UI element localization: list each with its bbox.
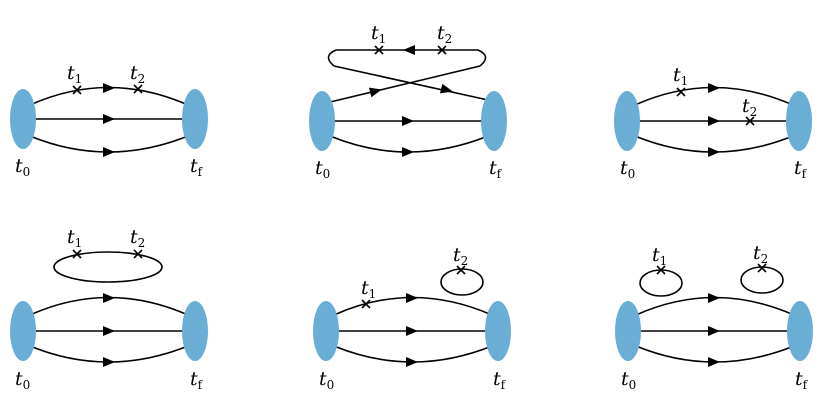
arrow xyxy=(708,357,720,367)
arrow xyxy=(103,357,115,367)
tadpole-loop-1 xyxy=(639,269,683,297)
arrow xyxy=(103,147,115,157)
upper-line xyxy=(635,296,795,316)
label-tf: tf xyxy=(795,368,809,392)
arrow xyxy=(402,116,414,126)
arrow xyxy=(708,116,720,126)
tadpole-loop xyxy=(440,268,484,296)
arrow xyxy=(708,147,720,157)
final-state-blob xyxy=(787,301,813,361)
lower-line xyxy=(635,345,795,363)
vertex-t1-cross xyxy=(676,87,686,97)
initial-state-blob xyxy=(614,91,640,151)
label-t2: t2 xyxy=(753,242,768,266)
label-t0: t0 xyxy=(319,368,334,392)
diagram-1: t1 t2 t0 tf xyxy=(10,62,208,179)
final-state-blob xyxy=(485,301,511,361)
label-tf: tf xyxy=(493,368,507,392)
label-t0: t0 xyxy=(15,155,30,179)
vacuum-loop xyxy=(53,251,163,283)
label-t1: t1 xyxy=(673,64,688,88)
arrow xyxy=(406,357,418,367)
diagram-4: t1 t2 t0 tf xyxy=(10,226,208,392)
initial-state-blob xyxy=(313,301,339,361)
final-state-blob xyxy=(182,301,208,361)
arrow xyxy=(439,83,455,97)
label-t1: t1 xyxy=(361,277,376,301)
arrow xyxy=(402,147,414,157)
label-t0: t0 xyxy=(315,157,330,181)
initial-state-blob xyxy=(10,89,36,149)
label-t0: t0 xyxy=(621,368,636,392)
loop-left-return xyxy=(327,49,337,67)
crossing-line-b xyxy=(325,65,481,104)
label-t0: t0 xyxy=(15,368,30,392)
label-t2: t2 xyxy=(130,226,145,250)
diagram-2: t1 t2 t0 tf xyxy=(309,22,507,181)
arrow xyxy=(708,83,720,93)
arrow xyxy=(103,326,115,336)
label-tf: tf xyxy=(190,155,204,179)
label-t1: t1 xyxy=(67,226,82,250)
arrow xyxy=(103,83,115,93)
upper-line xyxy=(333,296,493,316)
arrow xyxy=(708,326,720,336)
lower-line xyxy=(333,345,493,363)
diagram-5: t1 t2 t0 tf xyxy=(313,244,511,392)
label-tf: tf xyxy=(489,157,503,181)
initial-state-blob xyxy=(615,301,641,361)
label-t2: t2 xyxy=(437,22,452,46)
initial-state-blob xyxy=(10,301,36,361)
label-t1: t1 xyxy=(67,62,82,86)
label-t2: t2 xyxy=(742,95,757,119)
arrow xyxy=(103,114,115,124)
diagram-6: t1 t2 t0 tf xyxy=(615,242,813,392)
label-t2: t2 xyxy=(453,244,468,268)
label-t1: t1 xyxy=(371,22,386,46)
final-state-blob xyxy=(481,91,507,151)
final-state-blob xyxy=(182,89,208,149)
arrow xyxy=(403,45,415,55)
arrow xyxy=(406,326,418,336)
arrow xyxy=(406,293,418,303)
diagram-3: t1 t2 t0 tf xyxy=(614,64,812,181)
arrow xyxy=(708,293,720,303)
label-t2: t2 xyxy=(130,62,145,86)
tadpole-loop-2 xyxy=(740,266,784,294)
label-t0: t0 xyxy=(620,157,635,181)
loop-top-line xyxy=(336,49,487,67)
label-tf: tf xyxy=(190,368,204,392)
lower-line xyxy=(329,135,489,153)
label-tf: tf xyxy=(794,157,808,181)
arrow xyxy=(368,84,384,98)
initial-state-blob xyxy=(309,91,335,151)
arrow xyxy=(103,293,115,303)
label-t1: t1 xyxy=(652,244,667,268)
final-state-blob xyxy=(786,91,812,151)
